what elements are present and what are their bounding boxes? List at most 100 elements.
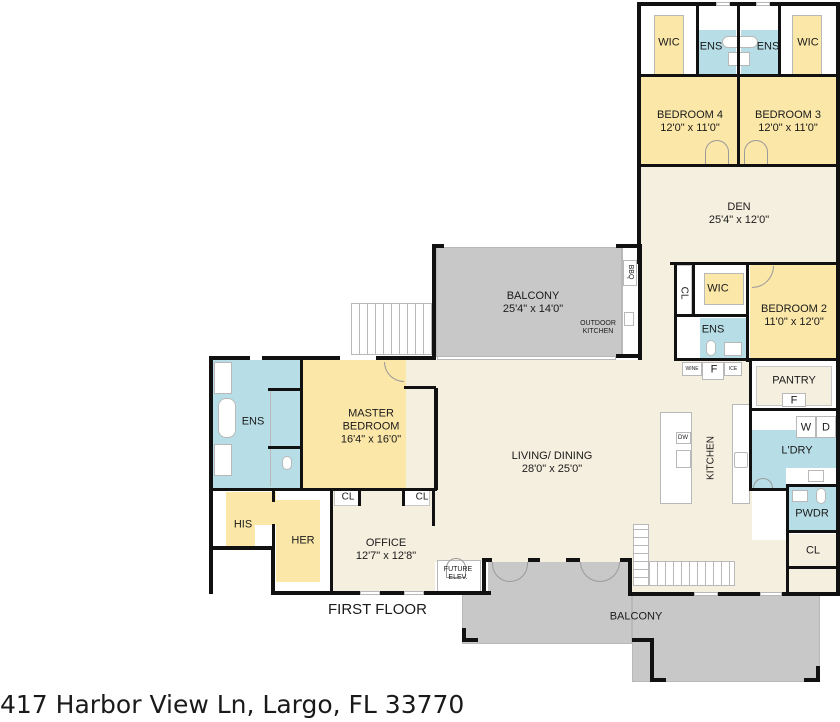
wall	[650, 678, 666, 682]
balcony-lower-left	[462, 594, 632, 644]
wall	[749, 410, 752, 490]
label-laundry: L'DRY	[781, 444, 813, 457]
wall	[638, 244, 642, 360]
wall	[271, 546, 275, 594]
room-name: FUTURE	[443, 566, 473, 573]
room-name: OUTDOOR	[580, 320, 616, 327]
ens-master-wc	[270, 390, 300, 486]
room-dimension: 12'0" x 11'0"	[660, 122, 720, 134]
wall	[637, 164, 840, 167]
washer	[796, 416, 816, 438]
wall	[210, 356, 250, 360]
wall	[432, 244, 436, 358]
label-her: HER	[291, 534, 315, 547]
window	[437, 356, 616, 360]
wall	[376, 356, 436, 360]
wall	[616, 354, 642, 358]
room-name: BALCONY	[506, 290, 560, 302]
floor-title: FIRST FLOOR	[328, 601, 427, 618]
interior-stairs-horizontal	[649, 561, 735, 586]
wall	[778, 2, 781, 76]
bbq-grill	[623, 260, 637, 286]
label-kitchen: KITCHEN	[705, 436, 717, 480]
room-dimension: 28'0" x 25'0"	[521, 463, 583, 475]
window	[760, 592, 782, 596]
wall	[674, 358, 840, 361]
label-wic-bed2: WIC	[707, 282, 729, 295]
master-sink-top	[214, 362, 232, 394]
window	[716, 2, 730, 6]
wall	[786, 484, 840, 487]
wall	[482, 558, 486, 594]
wall	[782, 592, 840, 596]
wall	[300, 356, 303, 490]
label-fridge-pantry: F	[790, 394, 798, 407]
label-ens-bed2: ENS	[701, 323, 725, 336]
wall	[462, 638, 478, 642]
his-cutout	[255, 525, 276, 547]
wall	[836, 360, 840, 596]
label-pantry: PANTRY	[772, 374, 816, 387]
wall	[637, 164, 641, 264]
wic-bed4	[654, 15, 684, 75]
wall	[209, 546, 273, 550]
wall	[402, 488, 405, 506]
label-cl-hall: CL	[805, 544, 821, 557]
wall	[268, 446, 302, 449]
room-name-line2: ELEV.	[448, 574, 468, 581]
room-name: BEDROOM 3	[754, 109, 822, 121]
room-name-line2: BEDROOM	[342, 420, 400, 433]
label-dw: DW	[678, 435, 688, 441]
label-living-dining: LIVING/ DINING 28'0" x 25'0"	[512, 450, 593, 476]
label-his: HIS	[233, 518, 253, 531]
wall	[528, 558, 540, 562]
master-sink-bottom	[214, 444, 232, 476]
label-balcony-upper: BALCONY 25'4" x 14'0"	[503, 290, 563, 316]
wall	[786, 566, 840, 569]
label-bedroom2: BEDROOM 2 11'0" x 12'0"	[761, 303, 827, 329]
room-dimension: 25'4" x 12'0"	[708, 214, 770, 226]
label-bedroom4: BEDROOM 4 12'0" x 11'0"	[657, 109, 723, 135]
wall	[616, 244, 642, 248]
label-washer: W	[800, 421, 812, 434]
master-toilet	[282, 456, 292, 470]
room-dimension: 12'0" x 11'0"	[758, 122, 818, 134]
cooktop	[734, 452, 748, 468]
label-pwdr: PWDR	[795, 507, 829, 520]
hall-upper	[640, 262, 676, 362]
wall	[804, 678, 820, 682]
wall	[628, 592, 694, 596]
label-office: OFFICE 12'7" x 12'8"	[356, 537, 416, 563]
wall	[836, 2, 840, 166]
wall	[749, 488, 789, 491]
wall	[620, 558, 632, 562]
label-bedroom3: BEDROOM 3 12'0" x 11'0"	[755, 109, 821, 135]
wall	[209, 356, 213, 594]
window	[694, 592, 718, 596]
label-den: DEN 25'4" x 12'0"	[709, 201, 769, 227]
living-left-strip	[436, 490, 488, 562]
bathtub	[218, 398, 236, 438]
fridge-kitchen	[702, 362, 724, 380]
room-dimension: 25'4" x 14'0"	[502, 303, 564, 315]
window	[360, 591, 380, 595]
label-wic-bed3: WIC	[797, 36, 819, 49]
wall	[272, 524, 275, 548]
wall	[816, 666, 820, 682]
wall	[692, 262, 695, 316]
label-ens-bed4: ENS	[699, 40, 723, 53]
wall	[746, 262, 749, 362]
wall	[482, 558, 492, 562]
bed2-toilet	[706, 340, 716, 356]
wall	[358, 488, 361, 506]
wall	[404, 386, 436, 389]
island-sink	[676, 450, 691, 468]
wall	[718, 592, 760, 596]
door-swing	[744, 140, 768, 164]
bed2-sink	[724, 342, 742, 356]
room-name: OFFICE	[365, 537, 407, 549]
door-swing	[446, 558, 466, 578]
ens-bed2-white	[676, 318, 700, 360]
wall	[272, 488, 275, 502]
